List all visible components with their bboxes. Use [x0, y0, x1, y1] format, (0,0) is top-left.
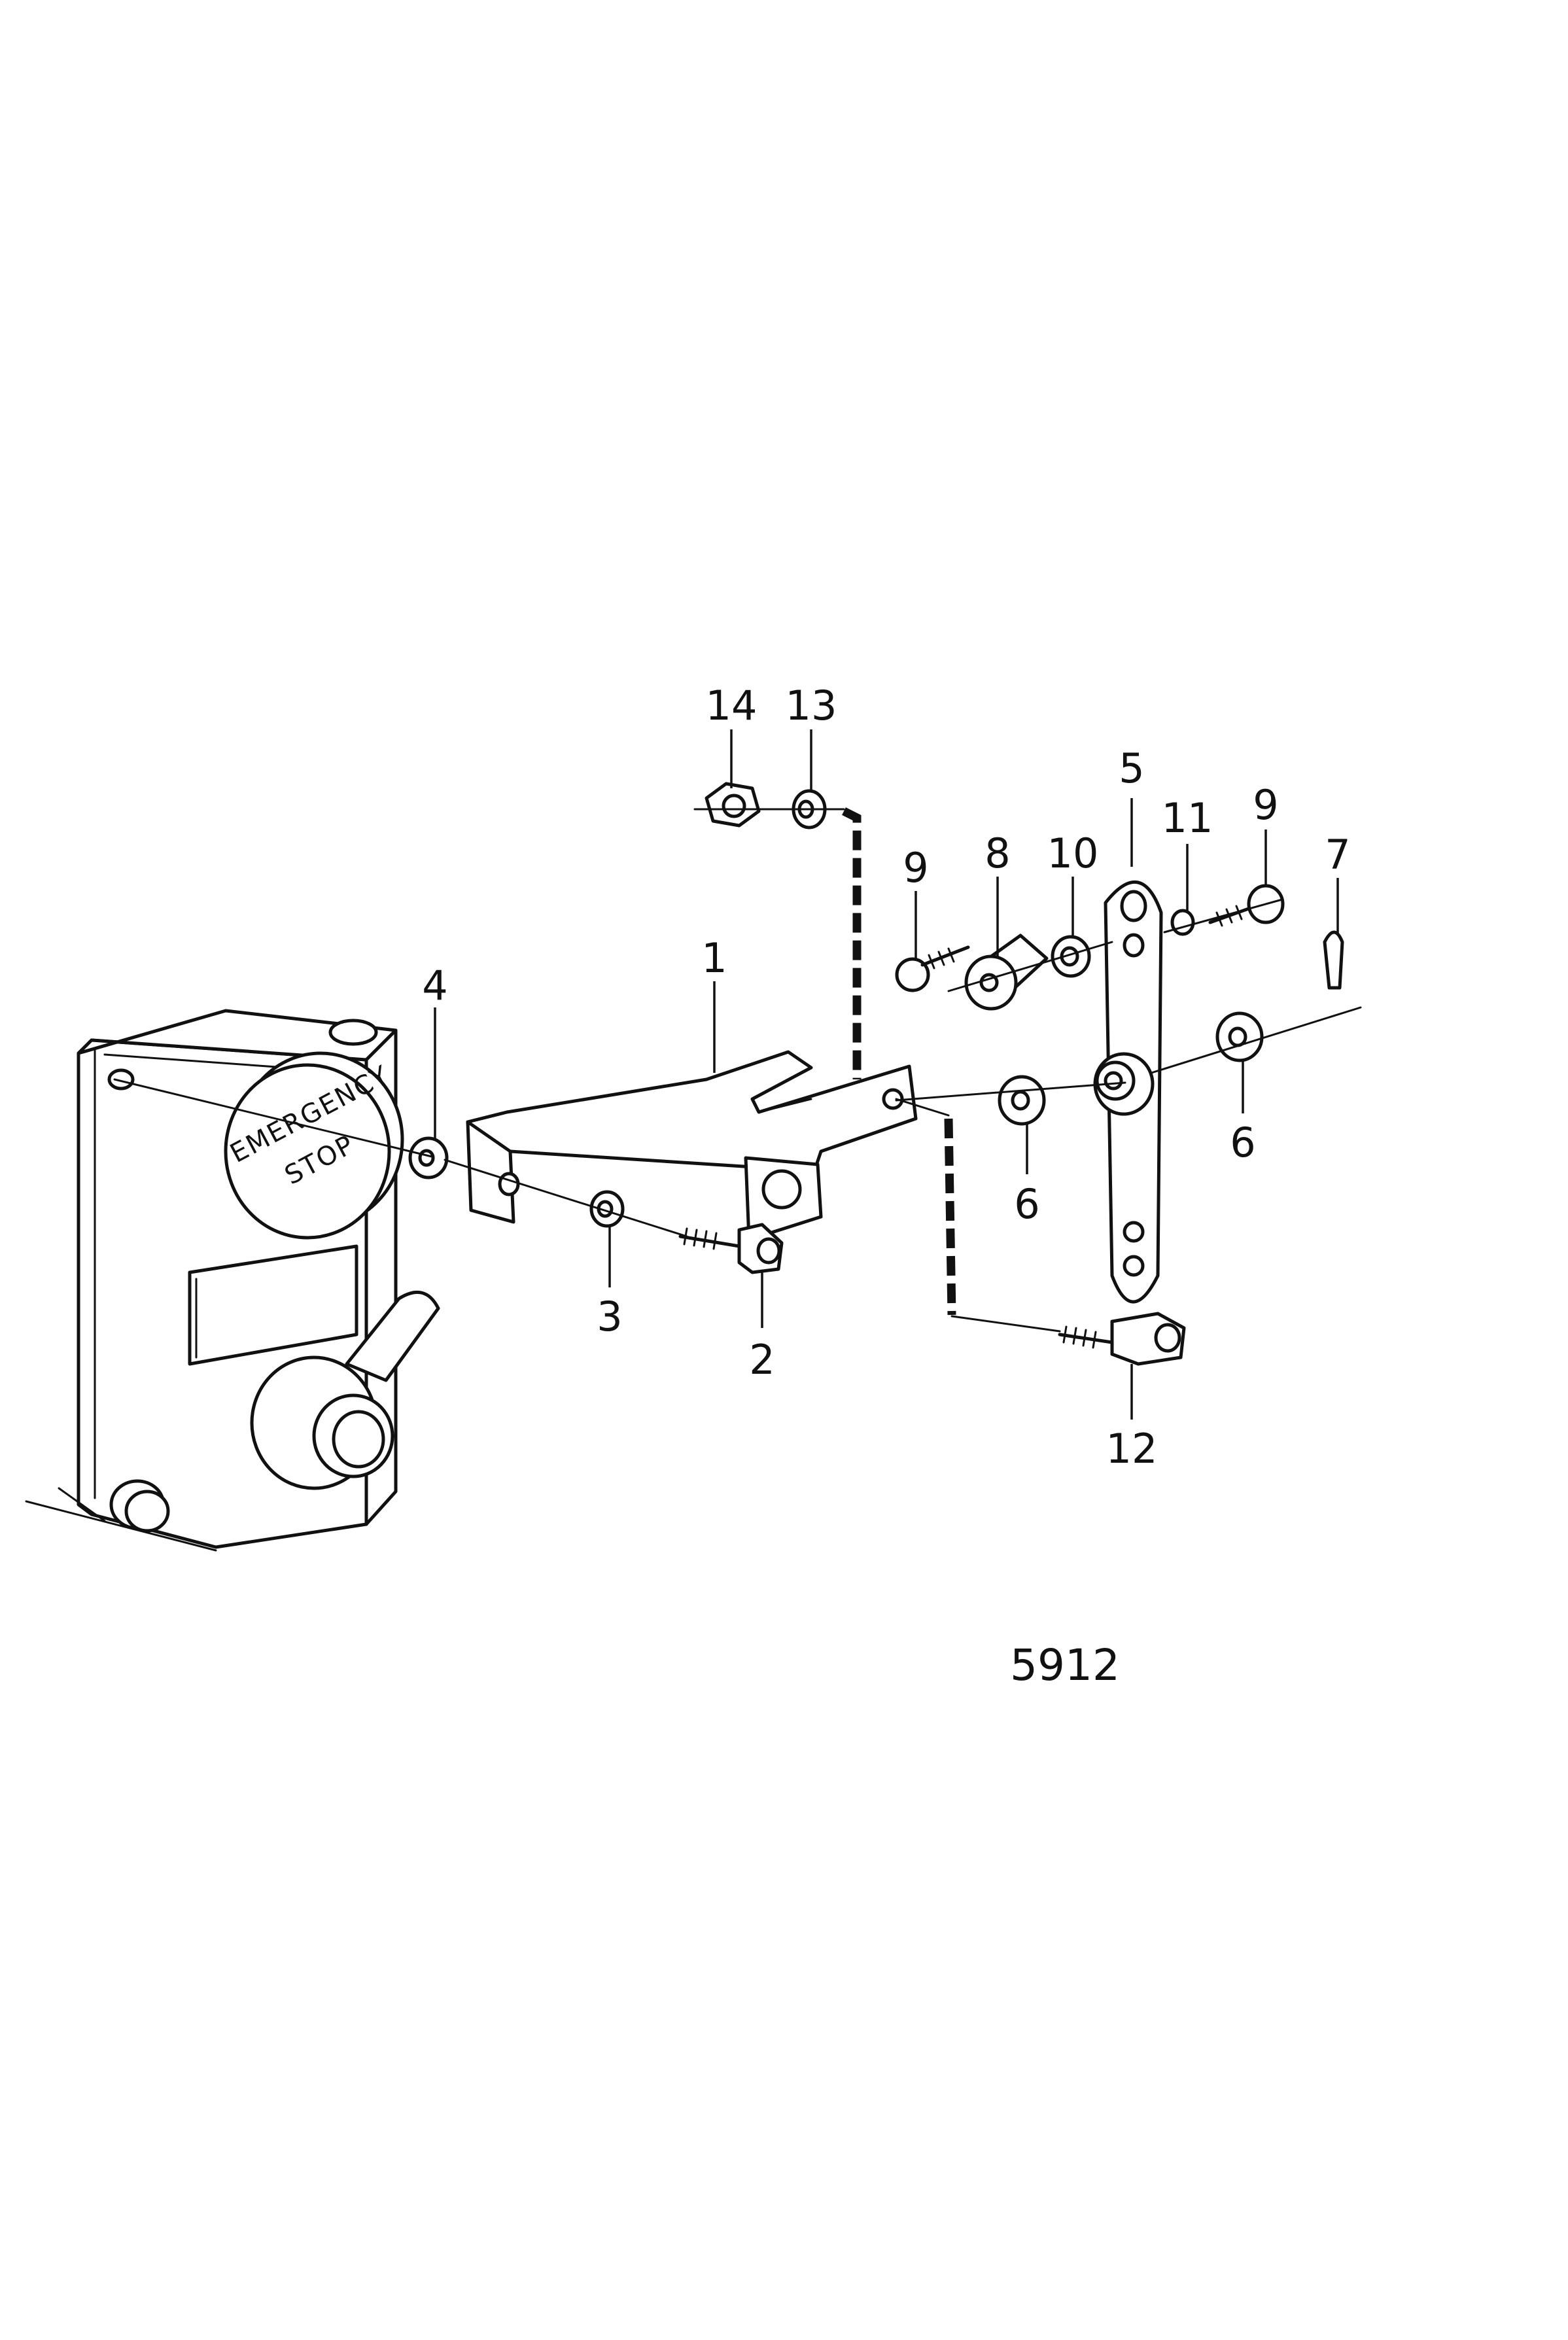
emergency-stop-knob: EMERGENCY STOP — [224, 1051, 404, 1240]
washer-part-6-left — [998, 1075, 1046, 1126]
nut-part-14 — [705, 782, 761, 828]
callout-13: 13 — [786, 682, 837, 729]
callout-9-left: 9 — [903, 844, 928, 892]
selector-switch — [250, 1290, 440, 1490]
callout-8: 8 — [984, 829, 1010, 877]
leader-lines — [434, 729, 1339, 1420]
callout-6-right: 6 — [1230, 1119, 1255, 1166]
assembly-axis-lines — [113, 808, 1362, 1238]
callout-12: 12 — [1106, 1425, 1158, 1473]
callout-14: 14 — [706, 682, 758, 729]
washer-part-3 — [589, 1190, 625, 1228]
split-pin-part-7 — [1323, 930, 1344, 990]
screw-part-2 — [678, 1223, 784, 1274]
callout-2: 2 — [749, 1336, 775, 1384]
bracket-part-1 — [466, 1050, 918, 1242]
lever-part-5 — [1093, 880, 1163, 1304]
callout-5: 5 — [1119, 744, 1144, 792]
washer-part-4 — [408, 1136, 449, 1179]
lockwasher-part-11 — [1170, 909, 1195, 936]
callout-10: 10 — [1047, 829, 1099, 877]
screw-part-9-left — [895, 945, 970, 992]
screw-part-12 — [1058, 1312, 1186, 1366]
callout-6-left: 6 — [1014, 1180, 1039, 1228]
dashed-assembly-paths — [842, 807, 1061, 1333]
callout-labels: 14 13 9 8 10 5 11 9 7 1 4 6 6 3 2 12 — [422, 682, 1350, 1473]
callout-3: 3 — [597, 1293, 622, 1340]
callout-7: 7 — [1325, 831, 1350, 879]
callout-9-right: 9 — [1253, 781, 1278, 829]
screw-part-9-right — [1208, 884, 1285, 927]
washer-part-10 — [1051, 935, 1091, 978]
washer-part-6-right — [1215, 1011, 1264, 1062]
callout-4: 4 — [422, 962, 447, 1009]
figure-number: 5912 — [1010, 1640, 1120, 1690]
callout-11: 11 — [1162, 794, 1213, 842]
callout-1: 1 — [701, 934, 727, 982]
bushing-part-8 — [964, 934, 1049, 1011]
